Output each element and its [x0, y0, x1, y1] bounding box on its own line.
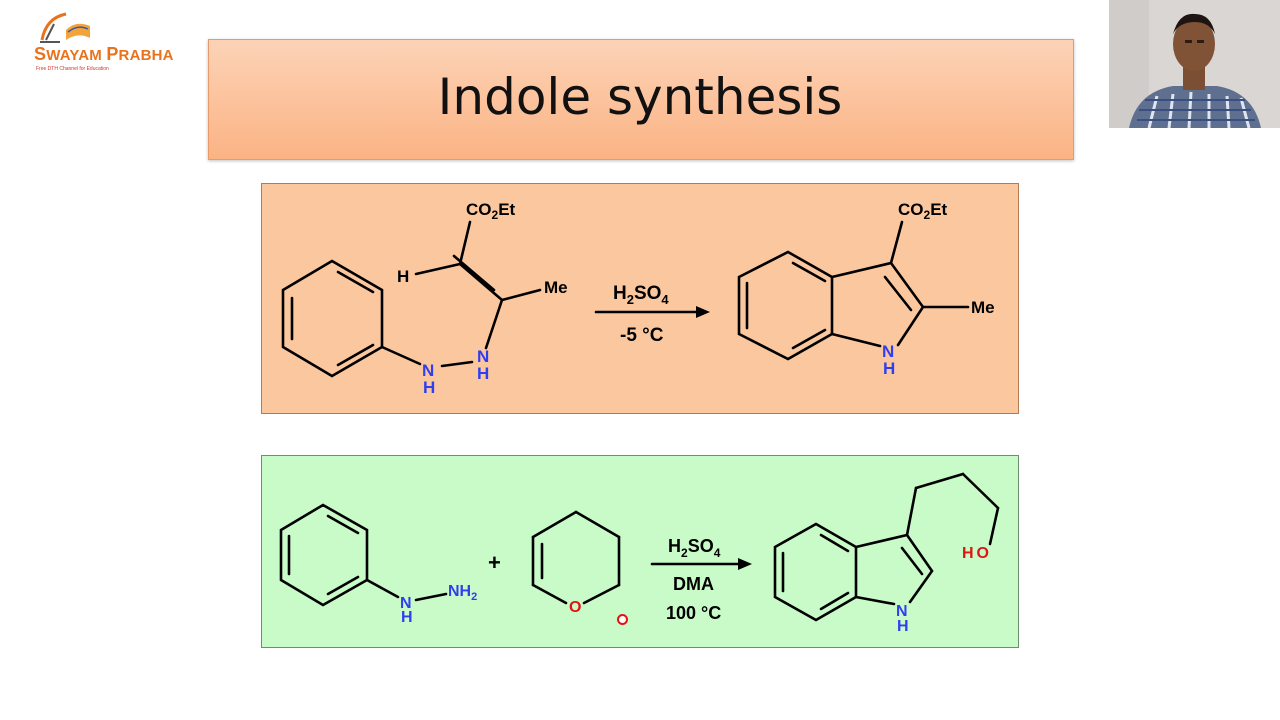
satellite-dish-icon [40, 12, 90, 43]
title-banner [208, 39, 1074, 160]
reaction2-temperature: 100 °C [666, 603, 721, 623]
r2-indole [773, 472, 1000, 622]
p2-nh-label: H [897, 618, 909, 635]
reaction2-panel [261, 455, 1019, 648]
laser-pointer-dot [617, 614, 628, 625]
presenter-video [1109, 0, 1280, 128]
swayam-prabha-logo: SWAYAM PRABHA Free DTH Channel for Educa… [30, 10, 174, 72]
reaction1-panel [261, 183, 1019, 414]
reaction1-condition: -5 °C [620, 325, 664, 346]
p1-nh-label: H [883, 359, 895, 378]
r1-indole [737, 220, 970, 361]
p1-n-label: N [882, 342, 894, 361]
r1-me-label: Me [544, 278, 568, 297]
p1-co2et-label: CO2Et [898, 200, 948, 222]
r1-nh-h-label: H [423, 378, 435, 397]
logo-name: SWAYAM PRABHA [34, 44, 174, 64]
r1-benzene-ring [281, 259, 384, 378]
p2-n-label: N [896, 603, 908, 620]
r2-nh-label: H [401, 609, 413, 626]
presenter-image [1109, 0, 1280, 128]
r2-n-label: N [400, 595, 412, 612]
r1-nh2-h-label: H [477, 364, 489, 383]
r1-nh2-label: N [477, 347, 489, 366]
slide-title: Indole synthesis [437, 68, 843, 126]
r1-nh-label: N [422, 361, 434, 380]
plus-sign: + [488, 550, 501, 575]
r1-h-label: H [397, 267, 409, 286]
reaction2-reagent: H2SO4 [668, 536, 721, 560]
reaction1-arrow-head [696, 306, 710, 318]
r2-benzene-ring [279, 503, 369, 607]
reaction2-arrow-head [738, 558, 752, 570]
dihydropyran-o-label: O [569, 599, 581, 616]
r2-nh2-label: NH2 [448, 583, 477, 603]
p1-me-label: Me [971, 298, 995, 317]
logo-tagline: Free DTH Channel for Education [36, 66, 109, 72]
r1-co2et-label: CO2Et [466, 200, 516, 222]
reaction2-solvent: DMA [673, 574, 714, 594]
reaction1-reagent: H2SO4 [613, 283, 669, 307]
dihydropyran-ring [531, 510, 621, 605]
p2-ho-label: HO [962, 545, 992, 562]
